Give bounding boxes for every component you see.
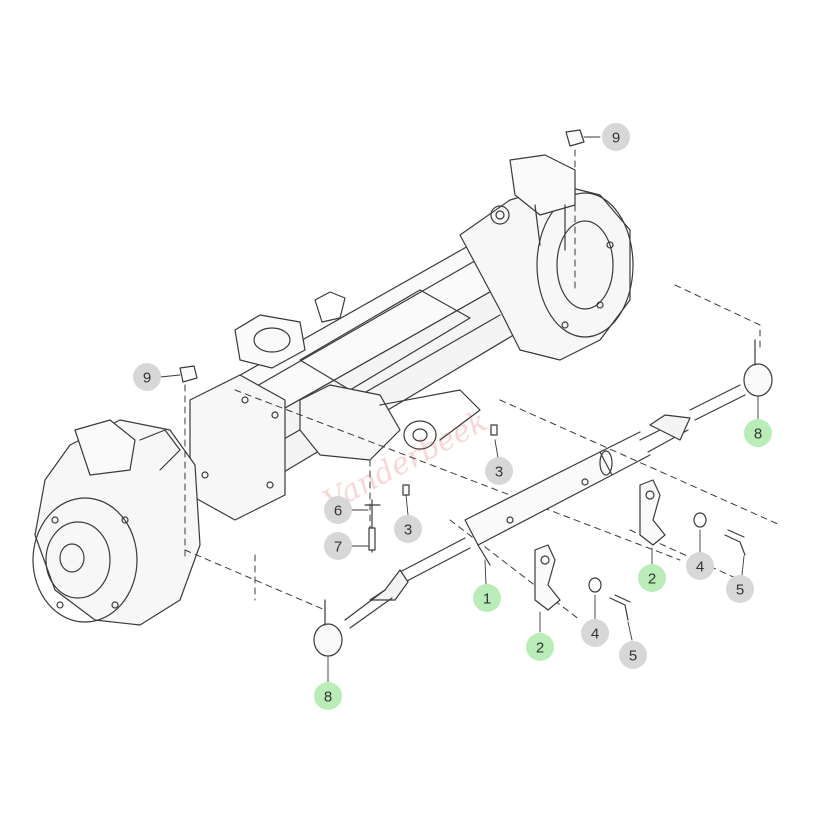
callout-2-left: 2 — [526, 633, 554, 661]
callout-number: 4 — [696, 559, 704, 576]
callout-number: 9 — [612, 130, 620, 147]
callout-bubble — [602, 123, 630, 151]
callout-3-upper: 3 — [485, 457, 513, 485]
callout-number: 5 — [629, 648, 637, 665]
callout-number: 8 — [754, 426, 762, 443]
callout-bubble — [314, 682, 342, 710]
callout-group: 9 9 3 3 6 7 1 2 2 4 4 5 5 8 8 — [133, 123, 772, 710]
callout-number: 8 — [324, 689, 332, 706]
callout-5-right: 5 — [726, 575, 754, 603]
right-tie-rod — [639, 339, 773, 453]
steering-cylinder — [464, 431, 651, 566]
callout-bubble — [686, 552, 714, 580]
left-tie-rod — [313, 537, 471, 657]
hardware-parts — [179, 129, 746, 621]
callout-number: 2 — [536, 640, 544, 657]
callout-leader-lines — [159, 136, 759, 683]
callout-1: 1 — [473, 584, 501, 612]
callout-number: 6 — [334, 503, 342, 520]
callout-bubble — [526, 633, 554, 661]
left-wheel-hub — [32, 419, 201, 626]
callout-bubble — [581, 619, 609, 647]
callout-number: 2 — [648, 571, 656, 588]
callout-7: 7 — [324, 532, 352, 560]
callout-8-right: 8 — [744, 419, 772, 447]
callout-9-top: 9 — [602, 123, 630, 151]
callout-4-left: 4 — [581, 619, 609, 647]
callout-bubble — [324, 532, 352, 560]
callout-number: 4 — [591, 626, 599, 643]
callout-bubble — [744, 419, 772, 447]
callout-bubble — [394, 515, 422, 543]
callout-number: 5 — [736, 582, 744, 599]
axle-housing — [189, 244, 523, 521]
callout-bubble — [619, 641, 647, 669]
callout-5-left: 5 — [619, 641, 647, 669]
right-wheel-hub — [459, 154, 634, 361]
callout-bubble — [133, 363, 161, 391]
callout-3-lower: 3 — [394, 515, 422, 543]
callout-number: 1 — [483, 591, 491, 608]
callout-bubble — [485, 457, 513, 485]
callout-number: 3 — [404, 522, 412, 539]
callout-number: 7 — [334, 539, 342, 556]
callout-number: 3 — [495, 464, 503, 481]
callout-2-right: 2 — [638, 564, 666, 592]
callout-bubble — [726, 575, 754, 603]
callout-bubble — [324, 496, 352, 524]
callout-bubble — [638, 564, 666, 592]
assembly-guide-lines — [184, 149, 781, 621]
callout-6: 6 — [324, 496, 352, 524]
callout-number: 9 — [143, 370, 151, 387]
callout-bubble — [473, 584, 501, 612]
callout-9-left: 9 — [133, 363, 161, 391]
callout-4-right: 4 — [686, 552, 714, 580]
callout-8-left: 8 — [314, 682, 342, 710]
